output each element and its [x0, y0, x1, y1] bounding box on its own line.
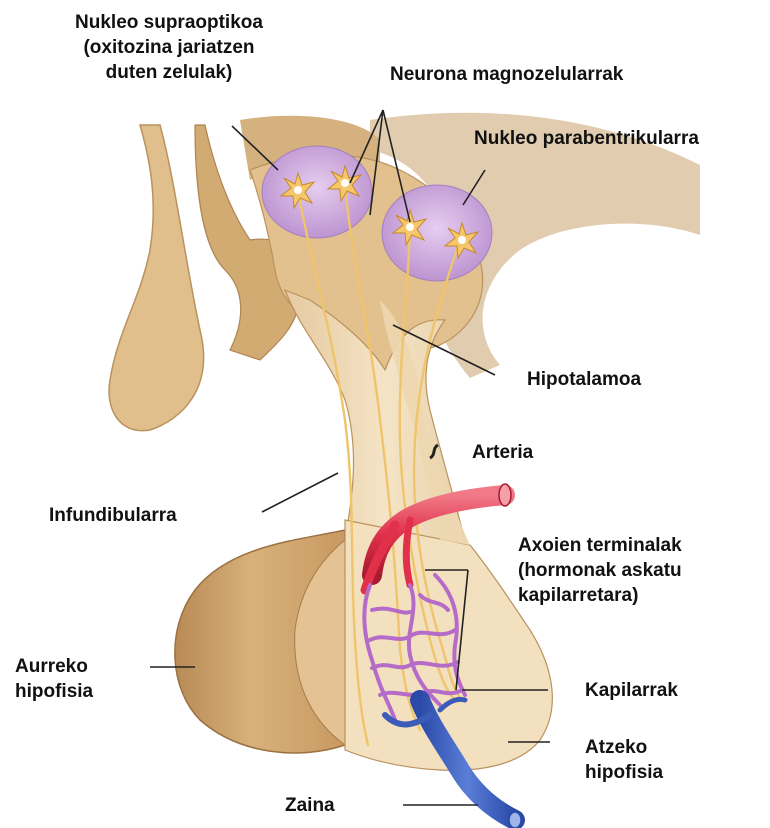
label-supraoptic: Nukleo supraoptikoa (oxitozina jariatzen…: [58, 10, 280, 85]
label-anterior-pituitary-line1: Aurreko: [15, 654, 93, 679]
label-anterior-pituitary-line2: hipofisia: [15, 679, 93, 704]
label-anterior-pituitary: Aurreko hipofisia: [15, 654, 93, 704]
label-vein: Zaina: [285, 793, 335, 818]
label-posterior-pituitary-line2: hipofisia: [585, 760, 663, 785]
label-supraoptic-line2: (oxitozina jariatzen: [58, 35, 280, 60]
label-axon-terminals: Axoien terminalak (hormonak askatu kapil…: [518, 533, 682, 608]
label-supraoptic-line3: duten zelulak): [58, 60, 280, 85]
label-capillaries: Kapilarrak: [585, 678, 678, 703]
label-axon-terminals-line3: kapilarretara): [518, 583, 682, 608]
label-magnocellular: Neurona magnozelularrak: [390, 62, 623, 87]
label-axon-terminals-line1: Axoien terminalak: [518, 533, 682, 558]
label-paraventricular: Nukleo parabentrikularra: [474, 126, 699, 151]
optic-fold: [109, 125, 204, 431]
label-supraoptic-line1: Nukleo supraoptikoa: [58, 10, 280, 35]
label-hypothalamus: Hipotalamoa: [527, 367, 641, 392]
leader-infundibulum: [262, 473, 338, 512]
label-axon-terminals-line2: (hormonak askatu: [518, 558, 682, 583]
label-infundibulum: Infundibularra: [49, 503, 177, 528]
label-posterior-pituitary-line1: Atzeko: [585, 735, 663, 760]
label-artery: Arteria: [472, 440, 533, 465]
label-posterior-pituitary: Atzeko hipofisia: [585, 735, 663, 785]
